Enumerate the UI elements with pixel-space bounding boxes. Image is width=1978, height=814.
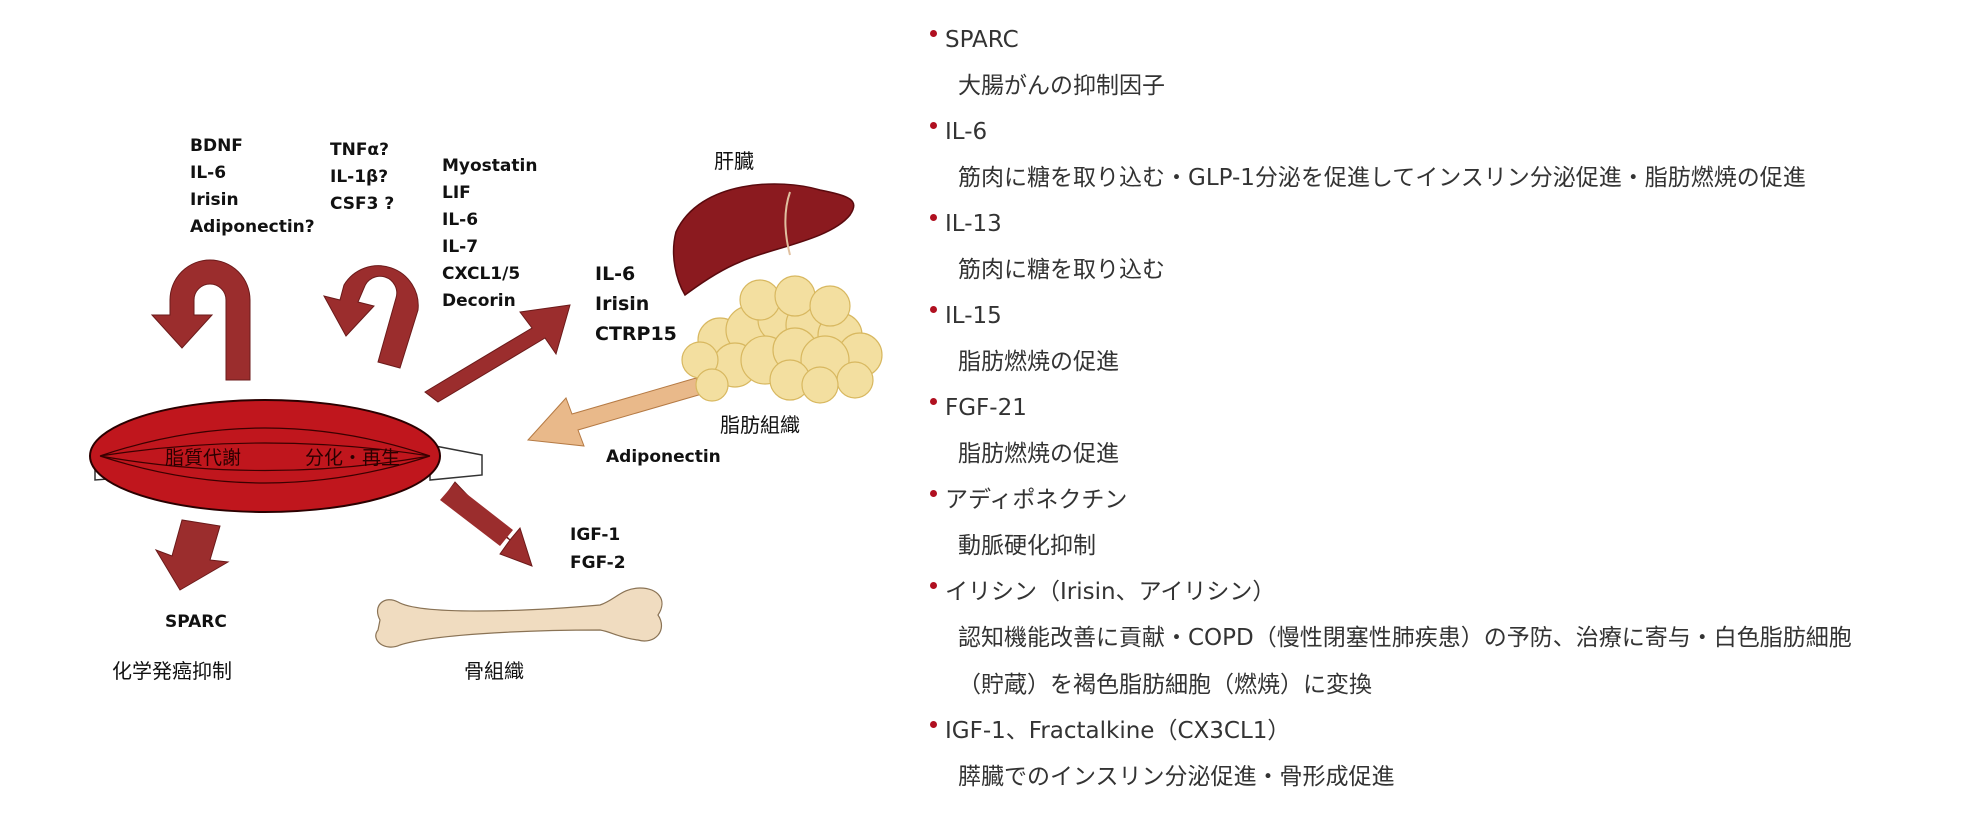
list-item-desc: 筋肉に糖を取り込む bbox=[958, 257, 1165, 283]
autocrine-group-1: BDNF IL-6 Irisin Adiponectin? bbox=[190, 136, 315, 237]
bullet-icon bbox=[930, 398, 937, 405]
liver-ligament bbox=[784, 191, 791, 256]
list-item: アディポネクチン 動脈硬化抑制 bbox=[930, 478, 1970, 570]
liver-shape bbox=[672, 183, 855, 297]
factor-il6-c: IL-6 bbox=[595, 263, 635, 285]
list-item: IL-6 筋肉に糖を取り込む・GLP-1分泌を促進してインスリン分泌促進・脂肪燃… bbox=[930, 110, 1970, 202]
fat-label: 脂肪組織 bbox=[720, 413, 800, 437]
factor-irisin-b: Irisin bbox=[595, 293, 649, 315]
list-item-desc: 大腸がんの抑制因子 bbox=[958, 73, 1165, 99]
list-item-title: IL-13 bbox=[930, 202, 1970, 247]
autocrine-arrow-1 bbox=[150, 259, 251, 381]
factor-tnfa: TNFα? bbox=[330, 140, 389, 160]
list-item: IGF-1、Fractalkine（CX3CL1） 膵臓でのインスリン分泌促進・… bbox=[930, 709, 1970, 801]
factor-decorin: Decorin bbox=[442, 291, 516, 311]
factor-il6-a: IL-6 bbox=[190, 163, 226, 183]
fat-to-muscle-label: Adiponectin bbox=[606, 447, 721, 467]
list-item-title: FGF-21 bbox=[930, 386, 1970, 431]
list-item-desc: 脂肪燃焼の促進 bbox=[958, 349, 1119, 375]
factor-myostatin: Myostatin bbox=[442, 156, 537, 176]
factor-irisin-a: Irisin bbox=[190, 190, 239, 210]
bullet-icon bbox=[930, 721, 937, 728]
bone-shape bbox=[375, 587, 663, 648]
factor-igf1: IGF-1 bbox=[570, 525, 620, 545]
list-item-desc: 認知機能改善に貢献・COPD（慢性閉塞性肺疾患）の予防、治療に寄与・白色脂肪細胞 bbox=[958, 625, 1852, 651]
fat-tissue bbox=[681, 275, 883, 404]
bone-factors: IGF-1 FGF-2 bbox=[570, 525, 626, 573]
factor-il7: IL-7 bbox=[442, 237, 478, 257]
factor-fgf2: FGF-2 bbox=[570, 553, 626, 573]
bullet-icon bbox=[930, 214, 937, 221]
list-item-title: IL-6 bbox=[930, 110, 1970, 155]
list-item: イリシン（Irisin、アイリシン） 認知機能改善に貢献・COPD（慢性閉塞性肺… bbox=[930, 570, 1970, 709]
autocrine-arrow-2 bbox=[323, 265, 419, 369]
arrow-from-fat bbox=[526, 377, 703, 447]
factor-ctrp15: CTRP15 bbox=[595, 323, 677, 345]
myokine-group: Myostatin LIF IL-6 IL-7 CXCL1/5 Decorin bbox=[442, 156, 543, 311]
bullet-icon bbox=[930, 582, 937, 589]
factor-bdnf: BDNF bbox=[190, 136, 243, 156]
list-item-desc-cont: （貯蔵）を褐色脂肪細胞（燃焼）に変換 bbox=[958, 672, 1372, 698]
liver-label: 肝臓 bbox=[714, 149, 754, 173]
arrow-to-bone-body bbox=[440, 484, 513, 546]
factor-cxcl15: CXCL1/5 bbox=[442, 264, 520, 284]
muscle-label-regeneration: 分化・再生 bbox=[305, 447, 400, 469]
bullet-icon bbox=[930, 30, 937, 37]
factor-il1b: IL-1β? bbox=[330, 167, 388, 187]
muscle-fiber-lines bbox=[99, 427, 431, 484]
list-item-title: IL-15 bbox=[930, 294, 1970, 339]
bullet-icon bbox=[930, 306, 937, 313]
liver-fat-group: IL-6 Irisin CTRP15 bbox=[595, 263, 677, 345]
list-item: IL-13 筋肉に糖を取り込む bbox=[930, 202, 1970, 294]
list-item-desc: 脂肪燃焼の促進 bbox=[958, 441, 1119, 467]
list-item-title: SPARC bbox=[930, 18, 1970, 63]
factor-il6-b: IL-6 bbox=[442, 210, 478, 230]
factor-lif: LIF bbox=[442, 183, 471, 203]
bullet-icon bbox=[930, 122, 937, 129]
list-item-title: イリシン（Irisin、アイリシン） bbox=[930, 570, 1970, 615]
list-item-desc: 筋肉に糖を取り込む・GLP-1分泌を促進してインスリン分泌促進・脂肪燃焼の促進 bbox=[958, 165, 1806, 191]
bone-label: 骨組織 bbox=[464, 659, 524, 683]
list-item: IL-15 脂肪燃焼の促進 bbox=[930, 294, 1970, 386]
list-item-desc: 動脈硬化抑制 bbox=[958, 533, 1096, 559]
sparc-label: SPARC bbox=[165, 612, 227, 632]
list-item-desc: 膵臓でのインスリン分泌促進・骨形成促進 bbox=[958, 764, 1395, 790]
bullet-icon bbox=[930, 490, 937, 497]
factor-csf3: CSF3 ? bbox=[330, 194, 394, 214]
list-item: FGF-21 脂肪燃焼の促進 bbox=[930, 386, 1970, 478]
myokine-list: SPARC 大腸がんの抑制因子 IL-6 筋肉に糖を取り込む・GLP-1分泌を促… bbox=[930, 18, 1970, 801]
arrow-to-sparc bbox=[154, 519, 230, 591]
factor-adiponectin-q: Adiponectin? bbox=[190, 217, 315, 237]
muscle-label-lipid: 脂質代謝 bbox=[165, 447, 241, 469]
sparc-effect-label: 化学発癌抑制 bbox=[112, 659, 232, 683]
muscle-body bbox=[89, 399, 441, 513]
list-item: SPARC 大腸がんの抑制因子 bbox=[930, 18, 1970, 110]
list-item-title: IGF-1、Fractalkine（CX3CL1） bbox=[930, 709, 1970, 754]
arrow-to-liver bbox=[424, 304, 571, 403]
autocrine-group-2: TNFα? IL-1β? CSF3 ? bbox=[330, 140, 395, 214]
list-item-title: アディポネクチン bbox=[930, 478, 1970, 523]
